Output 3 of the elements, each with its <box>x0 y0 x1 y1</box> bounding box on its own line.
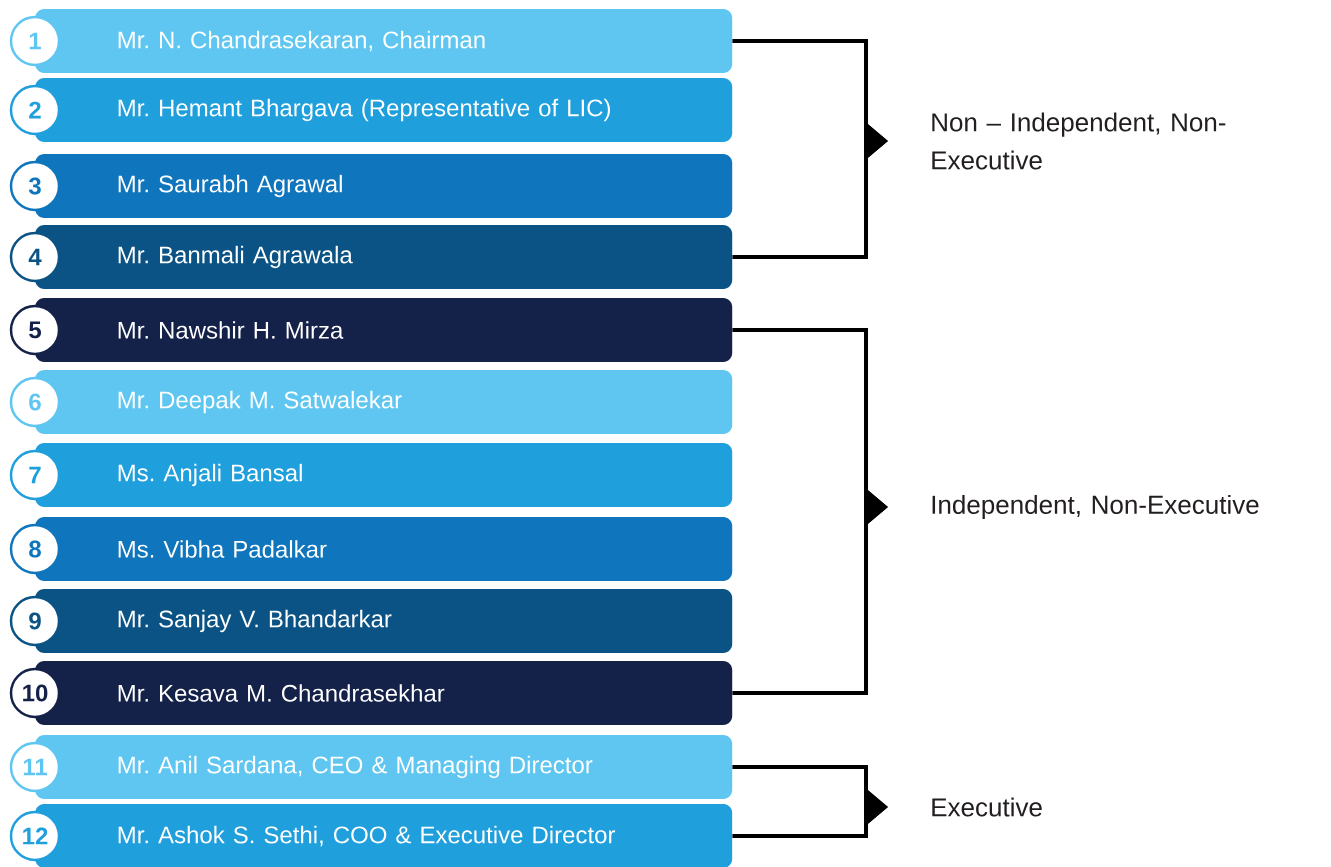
category-label: Independent, Non-Executive <box>932 494 1259 520</box>
category-label: Non – Independent, Non-Executive <box>932 112 1226 170</box>
category-label: Executive <box>932 797 1042 817</box>
